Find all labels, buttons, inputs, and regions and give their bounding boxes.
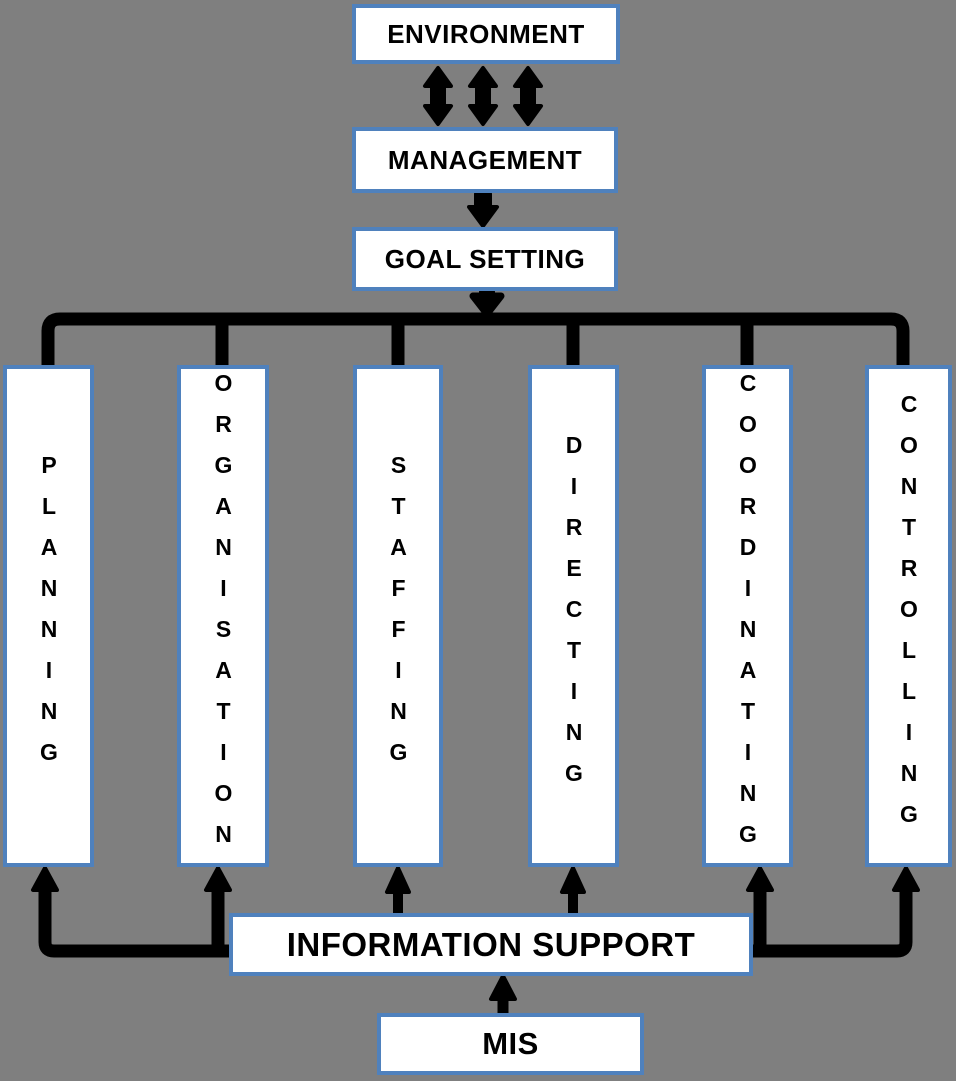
node-goal-setting-label: GOAL SETTING <box>384 243 586 274</box>
node-planning: PLANNING <box>3 365 94 867</box>
node-goal-setting: GOAL SETTING <box>352 227 618 291</box>
node-controlling: CONTROLLING <box>865 365 952 867</box>
arrow-management-goal-icon <box>467 192 499 228</box>
arrow-info-staffing-icon <box>385 866 411 914</box>
arrow-info-directing-icon <box>560 866 586 914</box>
node-coordinating: COORDINATING <box>702 365 793 867</box>
node-planning-label: PLANNING <box>36 452 62 780</box>
distribution-line <box>41 312 910 367</box>
node-information-support-label: INFORMATION SUPPORT <box>286 925 696 963</box>
node-management: MANAGEMENT <box>352 127 618 193</box>
node-organisation: ORGANISATION <box>177 365 269 867</box>
node-mis: MIS <box>377 1013 644 1075</box>
node-information-support: INFORMATION SUPPORT <box>229 913 753 976</box>
node-environment: ENVIRONMENT <box>352 4 620 64</box>
double-arrow-environment-management-icon <box>423 66 543 126</box>
arrow-goal-line-icon <box>469 290 505 318</box>
node-environment-label: ENVIRONMENT <box>387 18 585 49</box>
node-staffing: STAFFING <box>353 365 443 867</box>
node-directing: DIRECTING <box>528 365 619 867</box>
node-management-label: MANAGEMENT <box>387 144 583 175</box>
node-coordinating-label: COORDINATING <box>735 370 761 862</box>
node-mis-label: MIS <box>482 1026 539 1061</box>
node-organisation-label: ORGANISATION <box>210 370 237 862</box>
node-staffing-label: STAFFING <box>385 452 412 780</box>
node-directing-label: DIRECTING <box>561 431 587 801</box>
arrow-info-planning-icon <box>31 866 231 958</box>
arrow-mis-info-icon <box>489 974 517 1014</box>
arrow-info-organisation-icon <box>204 866 232 951</box>
node-controlling-label: CONTROLLING <box>896 390 922 842</box>
arrow-info-controlling-icon <box>751 866 920 958</box>
